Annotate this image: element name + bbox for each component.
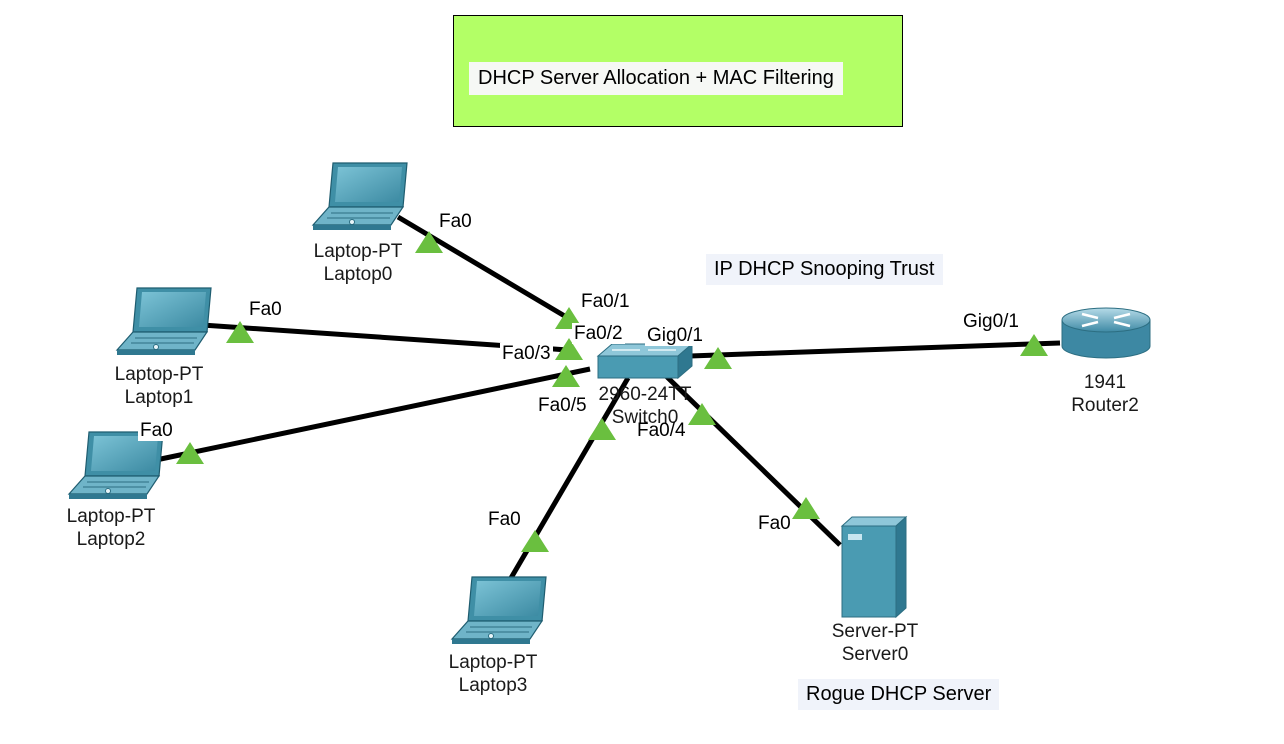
port-label-sw-fa01: Fa0/1: [579, 291, 632, 312]
port-label-laptop3: Fa0: [488, 509, 521, 530]
device-model: 2960-24TT: [598, 384, 692, 405]
note-rogue-dhcp: Rogue DHCP Server: [798, 679, 1000, 710]
device-name: Laptop0: [323, 264, 393, 285]
device-name: Switch0: [611, 407, 679, 428]
server-label: Server-PT Server0: [832, 620, 919, 666]
device-model: Laptop-PT: [448, 652, 538, 673]
device-model: Server-PT: [831, 621, 919, 642]
link-laptop2-switch[interactable]: [155, 366, 591, 463]
link-up-icon: [521, 530, 549, 552]
port-label-router: Gig0/1: [963, 311, 1019, 332]
device-name: Laptop2: [76, 529, 146, 550]
link-up-icon: [704, 347, 732, 369]
laptop2-label: Laptop-PT Laptop2: [67, 505, 156, 551]
port-label-laptop2: Fa0: [138, 420, 175, 441]
laptop3-label: Laptop-PT Laptop3: [449, 651, 538, 697]
title-box: DHCP Server Allocation + MAC Filtering: [453, 15, 903, 127]
link-up-icon: [688, 403, 716, 425]
port-label-sw-gig01: Gig0/1: [645, 325, 705, 346]
router-label: 1941 Router2: [1071, 371, 1139, 417]
server-icon[interactable]: [840, 515, 908, 619]
router-icon[interactable]: [1061, 307, 1151, 359]
laptop0-label: Laptop-PT Laptop0: [314, 240, 403, 286]
laptop1-label: Laptop-PT Laptop1: [115, 363, 204, 409]
link-switch-router[interactable]: [689, 340, 1061, 359]
device-name: Router2: [1071, 395, 1139, 416]
laptop1-icon[interactable]: [116, 287, 212, 356]
port-label-sw-fa03: Fa0/3: [500, 343, 553, 364]
device-name: Laptop1: [124, 387, 194, 408]
device-name: Laptop3: [458, 675, 528, 696]
diagram-title: DHCP Server Allocation + MAC Filtering: [469, 62, 843, 95]
device-model: 1941: [1083, 372, 1127, 393]
link-up-icon: [226, 321, 254, 343]
device-name: Server0: [841, 644, 909, 665]
port-label-sw-fa02: Fa0/2: [572, 323, 625, 344]
laptop0-icon[interactable]: [312, 162, 408, 231]
note-snooping-trust: IP DHCP Snooping Trust: [706, 254, 943, 285]
device-model: Laptop-PT: [66, 506, 156, 527]
port-label-sw-fa05: Fa0/5: [538, 395, 587, 416]
switch-icon[interactable]: [596, 342, 694, 380]
port-label-server: Fa0: [758, 513, 791, 534]
device-model: Laptop-PT: [313, 241, 403, 262]
laptop3-icon[interactable]: [451, 576, 547, 645]
port-label-sw-fa04: Fa0/4: [637, 420, 686, 441]
port-label-laptop0: Fa0: [439, 211, 472, 232]
link-laptop0-switch[interactable]: [396, 214, 570, 321]
switch-label: 2960-24TT Switch0: [599, 383, 692, 429]
laptop2-icon[interactable]: [68, 431, 164, 500]
port-label-laptop1: Fa0: [249, 299, 282, 320]
device-model: Laptop-PT: [114, 364, 204, 385]
